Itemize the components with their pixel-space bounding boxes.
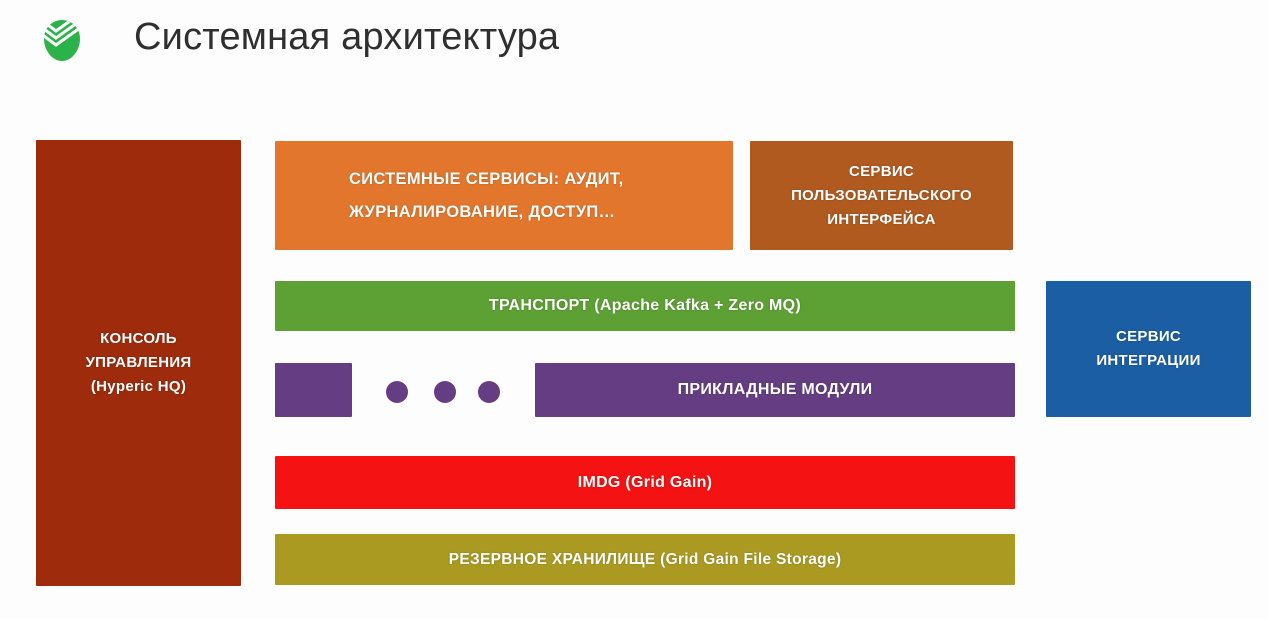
system-services-line-1: СИСТЕМНЫЕ СЕРВИСЫ: АУДИТ, (349, 169, 624, 188)
block-transport-label: ТРАНСПОРТ (Apache Kafka + Zero MQ) (488, 297, 802, 314)
block-management-console[interactable]: КОНСОЛЬ УПРАВЛЕНИЯ (Hyperic HQ) (36, 140, 241, 586)
block-backup-storage[interactable]: РЕЗЕРВНОЕ ХРАНИЛИЩЕ (Grid Gain File Stor… (275, 534, 1015, 585)
integration-line-1: СЕРВИС (1115, 328, 1182, 345)
system-services-line-2: ЖУРНАЛИРОВАНИЕ, ДОСТУП… (349, 202, 616, 221)
ellipsis-dot-icon (386, 381, 408, 403)
block-integration-service-label: СЕРВИС ИНТЕГРАЦИИ (1046, 325, 1251, 373)
block-imdg[interactable]: IMDG (Grid Gain) (275, 456, 1015, 509)
block-transport[interactable]: ТРАНСПОРТ (Apache Kafka + Zero MQ) (275, 281, 1015, 331)
block-application-modules[interactable]: ПРИКЛАДНЫЕ МОДУЛИ (535, 363, 1015, 417)
block-application-modules-label: ПРИКЛАДНЫЕ МОДУЛИ (677, 381, 873, 398)
block-backup-storage-label: РЕЗЕРВНОЕ ХРАНИЛИЩЕ (Grid Gain File Stor… (448, 550, 842, 568)
sberbank-logo-icon (38, 17, 86, 65)
console-line-1: КОНСОЛЬ (100, 330, 177, 347)
block-imdg-label: IMDG (Grid Gain) (577, 473, 713, 491)
block-ui-service[interactable]: СЕРВИС ПОЛЬЗОВАТЕЛЬСКОГО ИНТЕРФЕЙСА (750, 141, 1013, 250)
page-title: Системная архитектура (134, 16, 560, 58)
ellipsis-dot-icon (478, 381, 500, 403)
block-ui-service-label: СЕРВИС ПОЛЬЗОВАТЕЛЬСКОГО ИНТЕРФЕЙСА (750, 160, 1013, 232)
console-line-2: УПРАВЛЕНИЯ (85, 354, 192, 371)
ui-service-line-2: ПОЛЬЗОВАТЕЛЬСКОГО (791, 186, 972, 204)
ellipsis-dots-group (386, 381, 506, 405)
block-management-console-label: КОНСОЛЬ УПРАВЛЕНИЯ (Hyperic HQ) (36, 327, 241, 399)
console-line-3: (Hyperic HQ) (90, 378, 187, 395)
integration-line-2: ИНТЕГРАЦИИ (1096, 352, 1201, 369)
block-system-services[interactable]: СИСТЕМНЫЕ СЕРВИСЫ: АУДИТ, ЖУРНАЛИРОВАНИЕ… (275, 141, 733, 250)
ellipsis-dot-icon (434, 381, 456, 403)
block-integration-service[interactable]: СЕРВИС ИНТЕГРАЦИИ (1046, 281, 1251, 417)
slide-header: Системная архитектура (0, 0, 1269, 100)
ui-service-line-1: СЕРВИС (848, 162, 915, 180)
block-system-services-label: СИСТЕМНЫЕ СЕРВИСЫ: АУДИТ, ЖУРНАЛИРОВАНИЕ… (275, 163, 733, 229)
ui-service-line-3: ИНТЕРФЕЙСА (827, 210, 936, 228)
block-application-module-stub[interactable] (275, 363, 352, 417)
